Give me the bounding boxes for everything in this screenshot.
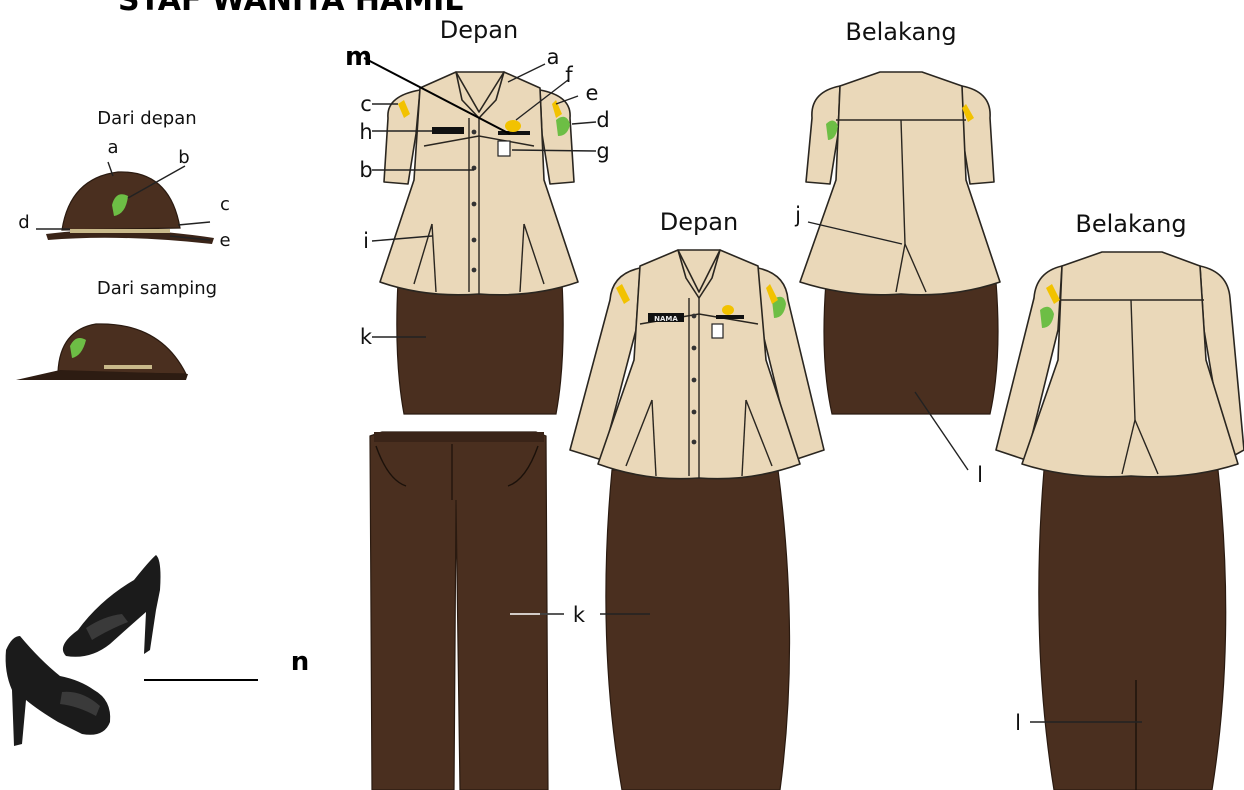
cap-front-title: Dari depan [97, 108, 196, 129]
short-front-title: Depan [440, 16, 518, 44]
cap-label-a: a [107, 137, 118, 158]
label-n: n [291, 647, 310, 677]
short-uniform-front: Depan [345, 16, 610, 414]
label-e: e [586, 81, 599, 105]
cap-label-e: e [219, 230, 230, 251]
label-a: a [547, 45, 560, 69]
label-i: i [363, 229, 369, 253]
label-c: c [360, 92, 372, 116]
label-j: j [794, 203, 801, 227]
short-front-skirt [397, 282, 563, 414]
label-h: h [359, 120, 372, 144]
shoes-illustration: n [6, 555, 310, 746]
short-uniform-back: Belakang j l [794, 18, 1000, 487]
long-back-skirt [1039, 470, 1226, 790]
cap-label-c: c [220, 194, 230, 215]
cap-label-d: d [18, 212, 29, 233]
long-uniform-front: Depan NAMA k [540, 208, 824, 790]
name-tag-bar [432, 127, 464, 134]
long-uniform-back: Belakang l [996, 210, 1244, 790]
label-k-long: k [573, 603, 586, 627]
cap-label-b: b [178, 147, 189, 168]
cap-side-title: Dari samping [97, 278, 217, 299]
short-back-skirt [824, 282, 998, 414]
label-d: d [596, 108, 609, 132]
long-name-tag-text: NAMA [654, 315, 678, 323]
short-back-title: Belakang [845, 18, 956, 46]
long-back-title: Belakang [1075, 210, 1186, 238]
cap-side-view: Dari samping [16, 278, 217, 380]
label-b: b [359, 158, 372, 182]
label-g: g [596, 139, 609, 163]
long-front-title: Depan [660, 208, 738, 236]
label-l-short: l [977, 463, 983, 487]
label-f: f [565, 63, 573, 87]
label-m: m [345, 42, 372, 72]
trousers-front [370, 432, 560, 790]
label-l-long: l [1015, 711, 1021, 735]
long-front-skirt [606, 470, 790, 790]
label-k-skirt: k [360, 325, 373, 349]
page-title: STAF WANITA HAMIL [118, 0, 463, 18]
cap-front-view: Dari depan a b c d e [18, 108, 230, 251]
